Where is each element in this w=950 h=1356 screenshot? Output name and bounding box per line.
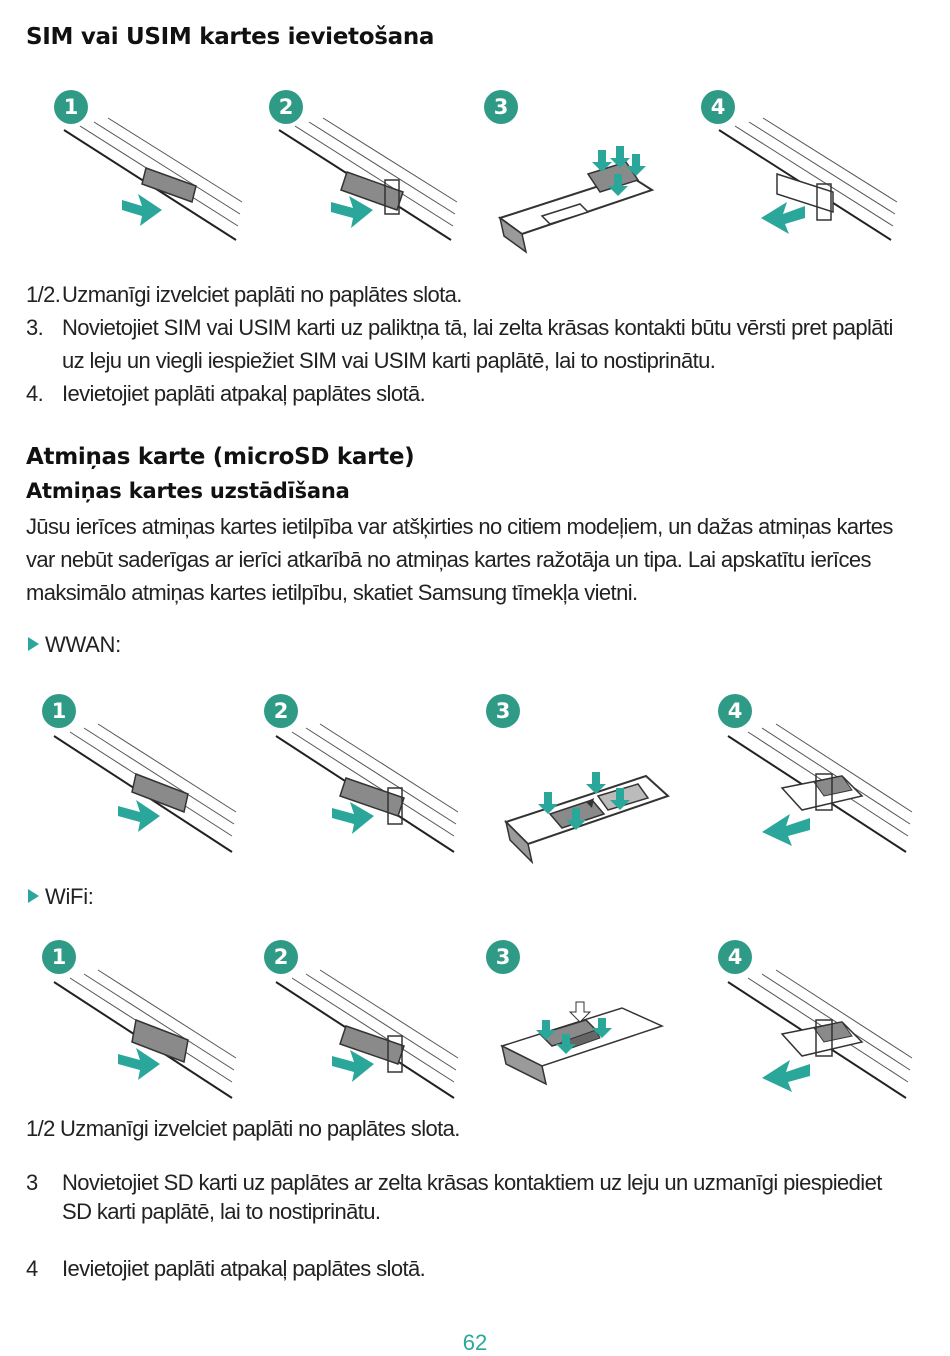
step-badge: 2 xyxy=(264,694,298,728)
instruction-number: 3. xyxy=(26,315,44,340)
instruction-text: Ievietojiet paplāti atpakaļ paplātes slo… xyxy=(62,381,426,406)
instruction-number: 4 xyxy=(26,1256,38,1281)
step-badge: 1 xyxy=(54,90,88,124)
wwan-step-1-figure: 1 xyxy=(40,692,240,868)
instruction-text: Novietojiet SD karti uz paplātes ar zelt… xyxy=(62,1170,882,1224)
memory-intro-paragraph: Jūsu ierīces atmiņas kartes ietilpība va… xyxy=(26,514,893,605)
memory-section-subtitle: Atmiņas kartes uzstādīšana xyxy=(26,479,350,503)
step-badge: 3 xyxy=(486,694,520,728)
step-badge: 4 xyxy=(718,694,752,728)
wifi-step-1-figure: 1 xyxy=(40,938,240,1108)
step-badge: 4 xyxy=(718,940,752,974)
tray-eject-illustration xyxy=(63,117,243,241)
triangle-bullet-icon xyxy=(28,637,39,651)
page-number: 62 xyxy=(462,1330,488,1355)
wifi-figure-row: 1 2 3 xyxy=(0,938,950,1108)
sim-step-4-figure: 4 xyxy=(701,88,905,258)
wwan-figure-row: 1 2 3 xyxy=(0,692,950,868)
step-badge: 1 xyxy=(42,940,76,974)
tray-insert-illustration xyxy=(718,117,898,241)
card-on-tray-illustration xyxy=(504,772,670,865)
wifi-label-text: WiFi: xyxy=(45,884,94,909)
wifi-label: WiFi: xyxy=(28,884,94,910)
tray-insert-illustration xyxy=(727,969,913,1099)
tray-eject-illustration xyxy=(53,969,237,1099)
instruction-text: Ievietojiet paplāti atpakaļ paplātes slo… xyxy=(62,1256,426,1281)
sim-step-3-figure: 3 xyxy=(484,88,690,258)
wwan-step-4-figure: 4 xyxy=(718,692,918,868)
wwan-label: WWAN: xyxy=(28,632,121,658)
tray-eject-illustration xyxy=(53,723,237,853)
tray-pull-illustration xyxy=(275,969,459,1099)
step-badge: 4 xyxy=(701,90,735,124)
instruction-text: Uzmanīgi izvelciet paplāti no paplātes s… xyxy=(60,1116,460,1141)
wifi-step-4-figure: 4 xyxy=(718,938,918,1108)
wwan-step-3-figure: 3 xyxy=(486,692,692,868)
triangle-bullet-icon xyxy=(28,889,39,903)
tray-insert-illustration xyxy=(727,723,913,853)
sim-step-1-figure: 1 xyxy=(50,88,250,258)
step-badge: 3 xyxy=(484,90,518,124)
step-badge: 3 xyxy=(486,940,520,974)
wwan-label-text: WWAN: xyxy=(45,632,121,657)
sim-figure-row: 1 2 3 xyxy=(0,88,950,258)
step-badge: 2 xyxy=(269,90,303,124)
instruction-number: 1/2 xyxy=(26,1116,55,1141)
tray-pull-illustration xyxy=(278,117,458,241)
wwan-step-2-figure: 2 xyxy=(262,692,462,868)
card-on-tray-illustration xyxy=(497,146,655,254)
step-badge: 1 xyxy=(42,694,76,728)
instruction-text: Uzmanīgi izvelciet paplāti no paplātes s… xyxy=(62,282,462,307)
wifi-step-3-figure: 3 xyxy=(486,938,692,1108)
tray-pull-illustration xyxy=(275,723,459,853)
sim-section-title: SIM vai USIM kartes ievietošana xyxy=(26,24,435,50)
memory-section-title: Atmiņas karte (microSD karte) xyxy=(26,444,415,470)
sim-step-2-figure: 2 xyxy=(265,88,465,258)
instruction-number: 4. xyxy=(26,381,44,406)
wifi-step-2-figure: 2 xyxy=(262,938,462,1108)
instruction-number: 3 xyxy=(26,1170,38,1195)
step-badge: 2 xyxy=(264,940,298,974)
instruction-number: 1/2. xyxy=(26,282,61,307)
card-on-tray-illustration xyxy=(500,1001,665,1086)
instruction-text: Novietojiet SIM vai USIM karti uz palikt… xyxy=(62,315,893,373)
